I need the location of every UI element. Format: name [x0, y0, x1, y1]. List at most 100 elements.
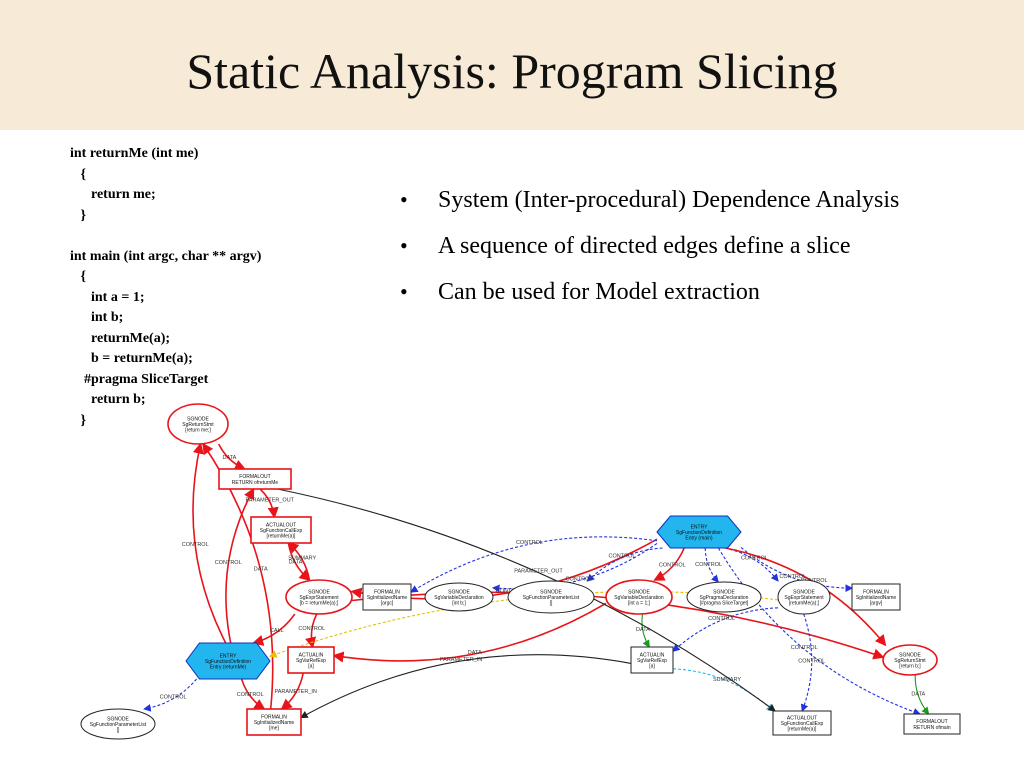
graph-edge: [724, 547, 779, 582]
node-label-line: SgExprStatement: [299, 595, 339, 601]
edge-label: CONTROL: [496, 589, 523, 595]
bullet-item: System (Inter-procedural) Dependence Ana…: [398, 180, 998, 220]
node-label-line: SgVarRefExp: [296, 658, 326, 664]
title-band: [0, 0, 1024, 130]
edge-label: CONTROL: [516, 540, 543, 546]
edge-label: DATA: [468, 650, 482, 656]
node-label-line: Entry (main): [685, 536, 713, 542]
graph-edge: [287, 541, 311, 581]
edge-label: CONTROL: [659, 563, 686, 569]
edge-label: DATA: [289, 559, 303, 565]
node-label-line: SgReturnStmt: [182, 422, 214, 428]
node-label-line: [a]: [308, 664, 314, 670]
node-label-line: []: [117, 728, 120, 734]
node-label-line: SgInitializedName: [254, 720, 295, 726]
graph-edge: [641, 613, 650, 648]
node-label-line: SgPragmaDeclaration: [700, 595, 749, 601]
slide-title: Static Analysis: Program Slicing: [186, 43, 838, 99]
node-label-line: [#pragma SliceTarget]: [700, 601, 749, 607]
edge-label: CONTROL: [798, 659, 825, 665]
edge-label: CONTROL: [182, 542, 209, 548]
node-label-line: []: [550, 601, 553, 607]
graph-edge: [259, 488, 279, 519]
node-shape: [362, 583, 412, 611]
code-line: }: [70, 412, 87, 428]
graph-edge: [717, 547, 921, 716]
node-shape: [250, 516, 312, 544]
graph-edge: [800, 613, 813, 713]
graph-edge: [586, 547, 663, 582]
node-label-line: [return b;]: [899, 664, 921, 670]
node-shape: [605, 579, 673, 615]
edge-label: CONTROL: [566, 576, 593, 582]
code-line: int a = 1;: [70, 289, 145, 305]
graph-edge: [740, 546, 854, 593]
node-label-line: [return me;]: [185, 428, 211, 434]
node-shape: [287, 646, 335, 674]
graph-edge: [252, 613, 296, 646]
node-label-line: [argv]: [870, 601, 883, 607]
code-line: #pragma SliceTarget: [70, 371, 209, 387]
node-label-line: SGNODE: [107, 716, 129, 722]
node-shape: [424, 582, 494, 612]
node-label-line: SgFunctionParameterList: [90, 722, 147, 728]
node-label-line: FORMALIN: [863, 589, 889, 595]
graph-edge: [217, 443, 247, 471]
node-label-line: SgFunctionCallExp: [781, 721, 824, 727]
edge-label: CONTROL: [298, 626, 325, 632]
graph-edge: [410, 536, 658, 593]
node-label-line: SgReturnStmt: [894, 658, 926, 664]
code-line: int main (int argc, char ** argv): [70, 248, 262, 264]
node-label-line: SGNODE: [628, 589, 650, 595]
node-label-line: FORMALIN: [261, 714, 287, 720]
edge-label: DATA: [222, 455, 236, 461]
node-shape: [507, 580, 595, 614]
node-label-line: SgFunctionDefinition: [676, 530, 722, 536]
edge-label: CALL: [270, 628, 284, 634]
code-line: {: [70, 166, 87, 182]
node-label-line: SGNODE: [308, 589, 330, 595]
edge-label: SUMMARY: [288, 556, 316, 562]
node-label-line: SgInitializedName: [856, 595, 897, 601]
code-line: b = returnMe(a);: [70, 351, 193, 366]
graph-edge: [300, 654, 632, 719]
edge-label: CONTROL: [695, 562, 722, 568]
node-label-line: SgFunctionParameterList: [523, 595, 580, 601]
edge-label: PARAMETER_IN: [440, 657, 482, 663]
node-label-line: ENTRY: [691, 524, 709, 530]
code-line: returnMe(a);: [70, 330, 171, 346]
graph-edge: [672, 668, 775, 712]
edge-label: CONTROL: [708, 616, 735, 622]
node-shape: [185, 642, 271, 680]
graph-edge: [240, 678, 266, 710]
node-label-line: [b = returnMe(a);]: [300, 601, 339, 607]
node-label-line: SgFunctionDefinition: [205, 659, 251, 665]
node-shape: [772, 710, 832, 736]
node-label-line: [me]: [269, 726, 279, 732]
bullet-list: System (Inter-procedural) Dependence Ana…: [398, 180, 998, 318]
code-line: return b;: [70, 392, 146, 407]
node-shape: [656, 515, 742, 549]
node-label-line: ENTRY: [220, 653, 238, 659]
edge-label: DATA: [911, 692, 925, 698]
node-label-line: [int a = 1;]: [628, 601, 651, 607]
node-label-line: ACTUALIN: [640, 652, 665, 658]
node-label-line: [a]: [649, 664, 655, 670]
node-label-line: SGNODE: [793, 589, 815, 595]
code-line: int b;: [70, 310, 124, 325]
node-shape: [851, 583, 901, 611]
edge-label: CONTROL: [779, 574, 806, 580]
graph-edge: [277, 488, 776, 712]
edge-label: PARAMETER_OUT: [514, 569, 563, 575]
